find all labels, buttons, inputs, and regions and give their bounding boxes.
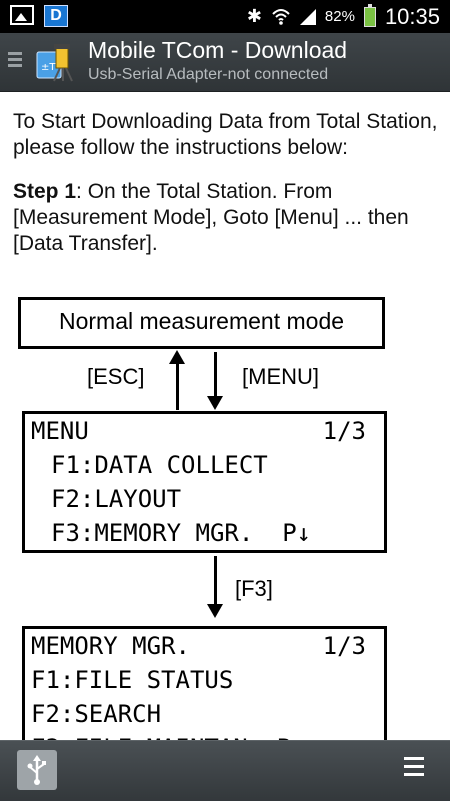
drawer-menu-icon[interactable] xyxy=(8,52,22,72)
menu-line: F3:MEMORY MGR. P↓ xyxy=(51,519,312,547)
step-label: Step 1 xyxy=(13,180,77,203)
menu-screen-page: 1/3 xyxy=(322,417,366,445)
clock: 10:35 xyxy=(384,3,440,29)
signal-icon xyxy=(299,8,316,25)
normal-mode-box: Normal measurement mode xyxy=(18,297,385,349)
down-arrow-icon xyxy=(207,396,223,410)
intro-text: To Start Downloading Data from Total Sta… xyxy=(13,110,438,159)
app-notification-icon: D xyxy=(44,5,68,27)
connection-status: Usb-Serial Adapter-not connected xyxy=(88,66,329,83)
wifi-icon xyxy=(272,8,290,25)
menu-key-label: [MENU] xyxy=(242,364,319,389)
menu-line: F1:DATA COLLECT xyxy=(51,451,268,479)
battery-percent: 82% xyxy=(324,8,355,25)
memory-manager-screen: MEMORY MGR. 1/3 F1:FILE STATUS F2:SEARCH… xyxy=(22,626,387,740)
menu-screen: MENU 1/3 F1:DATA COLLECT F2:LAYOUT F3:ME… xyxy=(22,411,387,553)
f3-key-label: [F3] xyxy=(235,576,273,601)
down-arrow-line xyxy=(214,352,217,398)
memory-line: F1:FILE STATUS xyxy=(31,666,234,694)
down-arrow-icon xyxy=(207,604,223,618)
battery-icon xyxy=(363,3,376,27)
overflow-menu-icon[interactable] xyxy=(404,757,430,783)
status-bar: D ✱ 82% 10:35 xyxy=(0,0,450,33)
app-title: Mobile TCom - Download xyxy=(88,37,348,63)
usb-connect-button[interactable] xyxy=(17,750,57,790)
memory-screen-title: MEMORY MGR. xyxy=(31,632,190,660)
bluetooth-icon: ✱ xyxy=(246,6,262,26)
memory-line: F3:FILE MAINTAN. P↓ xyxy=(25,731,384,740)
bottom-action-bar xyxy=(0,740,450,801)
step-1-text: Step 1: On the Total Station. From [Meas… xyxy=(13,179,438,257)
memory-line: F2:SEARCH xyxy=(31,700,162,728)
gallery-notification-icon xyxy=(10,5,34,25)
down-arrow-line xyxy=(214,556,217,606)
svg-text:±T: ±T xyxy=(41,62,56,73)
step-description: : On the Total Station. From [Measuremen… xyxy=(13,180,409,255)
action-bar: ±T Mobile TCom - Download Usb-Serial Ada… xyxy=(0,33,450,92)
esc-key-label: [ESC] xyxy=(87,364,145,389)
up-arrow-line xyxy=(176,360,179,410)
up-arrow-icon xyxy=(169,350,185,364)
instructions: To Start Downloading Data from Total Sta… xyxy=(13,109,438,275)
menu-screen-title: MENU xyxy=(31,417,89,445)
app-logo-icon[interactable]: ±T xyxy=(36,44,74,82)
usb-icon xyxy=(27,755,46,785)
instruction-diagram: Normal measurement mode [ESC] [MENU] MEN… xyxy=(0,294,450,740)
menu-line: F2:LAYOUT xyxy=(51,485,182,513)
memory-screen-page: 1/3 xyxy=(322,632,366,660)
